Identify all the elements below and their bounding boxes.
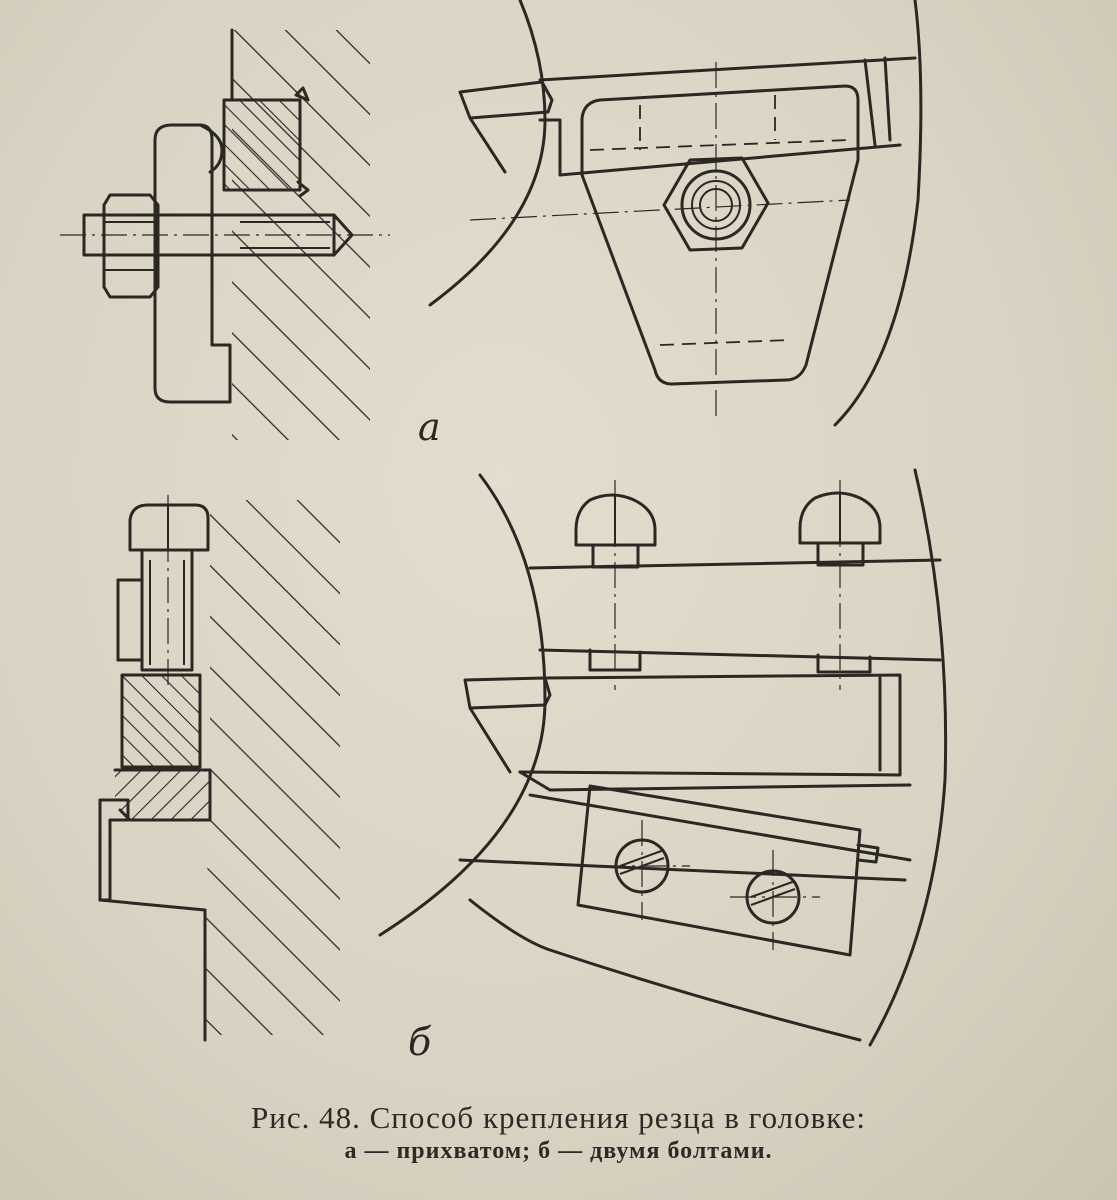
view-a-section — [60, 28, 390, 440]
figure-caption: Рис. 48. Способ крепления резца в головк… — [0, 1100, 1117, 1165]
view-b-plan — [378, 468, 948, 1047]
sublabel-b: б — [408, 1020, 432, 1064]
view-b-clamp-plate — [576, 784, 862, 957]
view-a-clamp — [153, 123, 232, 404]
view-b-screw-left — [600, 820, 690, 920]
view-a-cutter — [224, 100, 300, 190]
sublabel-a: а — [418, 405, 441, 449]
view-b-cutter-tip — [463, 676, 552, 710]
view-a-plan — [428, 0, 923, 427]
view-b-section — [98, 495, 340, 1042]
view-a-clamp-plan — [580, 84, 860, 386]
view-b-bolt-head — [128, 503, 210, 552]
caption-legend: а — прихватом; б — двумя болтами. — [344, 1138, 773, 1164]
view-a-nut — [102, 193, 160, 299]
view-b-screw-right — [730, 850, 820, 950]
view-a-cutter-tip — [458, 80, 554, 120]
view-b-lower-clamp — [115, 770, 210, 820]
view-a-hex-nut — [662, 156, 770, 252]
view-b-body — [205, 500, 340, 1035]
caption-title: Рис. 48. Способ крепления резца в головк… — [251, 1100, 866, 1135]
view-b-cutter — [122, 675, 200, 767]
